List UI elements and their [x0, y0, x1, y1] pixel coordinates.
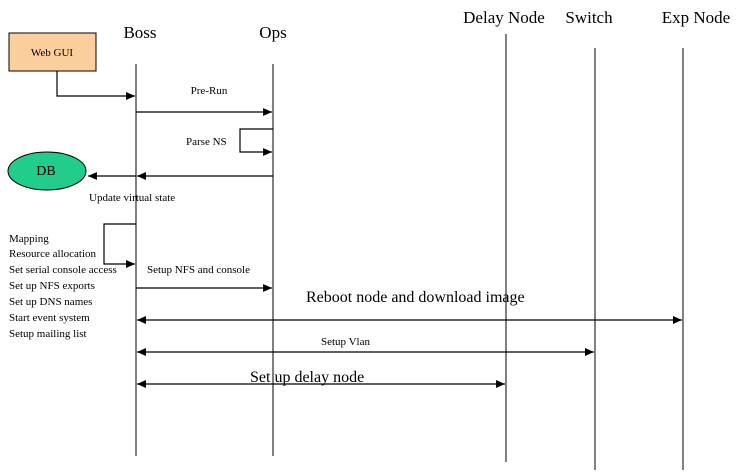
label-update-virtual-state: Update virtual state — [89, 192, 175, 204]
step-mailing-list: Setup mailing list — [9, 328, 87, 340]
step-resource-allocation: Resource allocation — [9, 248, 97, 260]
step-event-system: Start event system — [9, 312, 90, 324]
step-nfs-exports: Set up NFS exports — [9, 280, 95, 292]
label-reboot-download: Reboot node and download image — [306, 289, 525, 306]
web-gui-box — [8, 32, 97, 72]
label-parse-ns: Parse NS — [186, 136, 227, 148]
db-node — [7, 151, 87, 191]
step-serial-console: Set serial console access — [9, 264, 117, 276]
arrow-parse-ns — [239, 128, 273, 156]
arrow-webgui-to-boss — [56, 71, 135, 100]
participant-ops: Ops — [259, 23, 286, 42]
label-setup-nfs-console: Setup NFS and console — [147, 264, 250, 276]
arrow-boss-self — [103, 223, 136, 268]
step-mapping: Mapping — [9, 233, 49, 245]
step-dns-names: Set up DNS names — [9, 296, 92, 308]
label-setup-vlan: Setup Vlan — [321, 336, 370, 348]
web-gui-label: Web GUI — [31, 47, 74, 59]
participant-switch: Switch — [565, 8, 613, 27]
participant-boss: Boss — [123, 23, 156, 42]
participant-exp-node: Exp Node — [662, 8, 730, 27]
participant-delay-node: Delay Node — [463, 8, 545, 27]
db-label: DB — [36, 164, 55, 179]
label-pre-run: Pre-Run — [191, 85, 228, 97]
